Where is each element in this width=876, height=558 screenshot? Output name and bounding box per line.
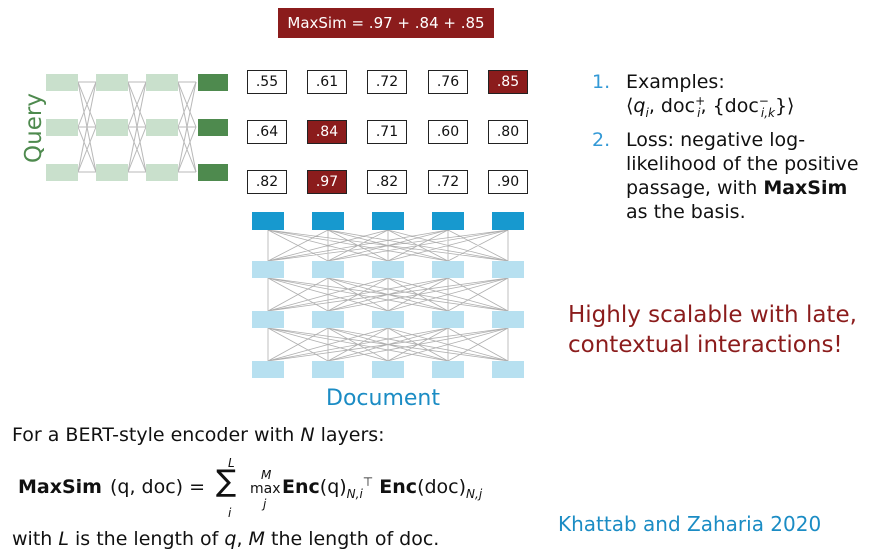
- document-output-nodes: [252, 212, 524, 230]
- step-text: Loss: negative log-likelihood of the pos…: [626, 129, 859, 223]
- list-item: 2. Loss: negative log-likelihood of the …: [592, 128, 872, 224]
- step-number: 1.: [592, 71, 611, 93]
- score-cell: .90: [488, 170, 528, 194]
- example-tuple-math: ⟨qi, doc+i, {doc−i,k}⟩: [626, 94, 795, 120]
- query-output-nodes: [198, 74, 228, 181]
- score-cell: .72: [428, 170, 468, 194]
- encoder-intro: For a BERT-style encoder with N layers:: [12, 424, 385, 446]
- max-operator: max: [250, 481, 281, 497]
- query-encoder-connections: [77, 81, 197, 173]
- score-cell: .60: [428, 120, 468, 144]
- document-encoder-diagram: [252, 212, 524, 378]
- score-cell-max: .84: [307, 120, 347, 144]
- sum-upper-bound: L: [228, 456, 235, 470]
- max-lower-bound: j: [263, 497, 267, 511]
- sum-symbol: ∑: [216, 464, 237, 499]
- step-title: Examples:: [626, 71, 725, 93]
- score-cell: .55: [247, 70, 287, 94]
- scalability-callout: Highly scalable with late, contextual in…: [568, 302, 857, 358]
- citation: Khattab and Zaharia 2020: [558, 512, 822, 536]
- formula-lhs-name: MaxSim: [18, 476, 102, 498]
- list-item: 1. Examples: ⟨qi, doc+i, {doc−i,k}⟩: [592, 70, 872, 120]
- score-cell-max: .97: [307, 170, 347, 194]
- maxsim-banner: MaxSim = .97 + .84 + .85: [278, 8, 494, 38]
- document-hidden-nodes: [252, 261, 524, 378]
- max-upper-bound: M: [261, 468, 272, 482]
- score-cell: .72: [367, 70, 407, 94]
- step-number: 2.: [592, 129, 611, 151]
- score-cell: .76: [428, 70, 468, 94]
- document-label: Document: [326, 386, 440, 411]
- query-hidden-nodes: [46, 74, 178, 181]
- formula-lhs-args: (q, doc) =: [110, 476, 206, 498]
- score-cell: .82: [367, 170, 407, 194]
- score-cell: .64: [247, 120, 287, 144]
- steps-list: 1. Examples: ⟨qi, doc+i, {doc−i,k}⟩ 2. L…: [592, 70, 872, 232]
- score-cell: .80: [488, 120, 528, 144]
- sum-lower-bound: i: [228, 506, 232, 520]
- formula-rhs: Enc(q)N,i⊤ Enc(doc)N,j: [282, 475, 483, 501]
- score-cell: .82: [247, 170, 287, 194]
- maxsim-formula: MaxSim (q, doc) = L ∑ i M max j Enc(q)N,…: [18, 456, 558, 522]
- score-cell: .61: [307, 70, 347, 94]
- document-encoder-connections: [267, 229, 509, 362]
- score-cell: .71: [367, 120, 407, 144]
- maxsim-banner-text: MaxSim = .97 + .84 + .85: [287, 14, 485, 32]
- query-encoder-diagram: [46, 74, 228, 181]
- formula-note: with L is the length of q, M the length …: [12, 528, 440, 550]
- score-cell-max: .85: [488, 70, 528, 94]
